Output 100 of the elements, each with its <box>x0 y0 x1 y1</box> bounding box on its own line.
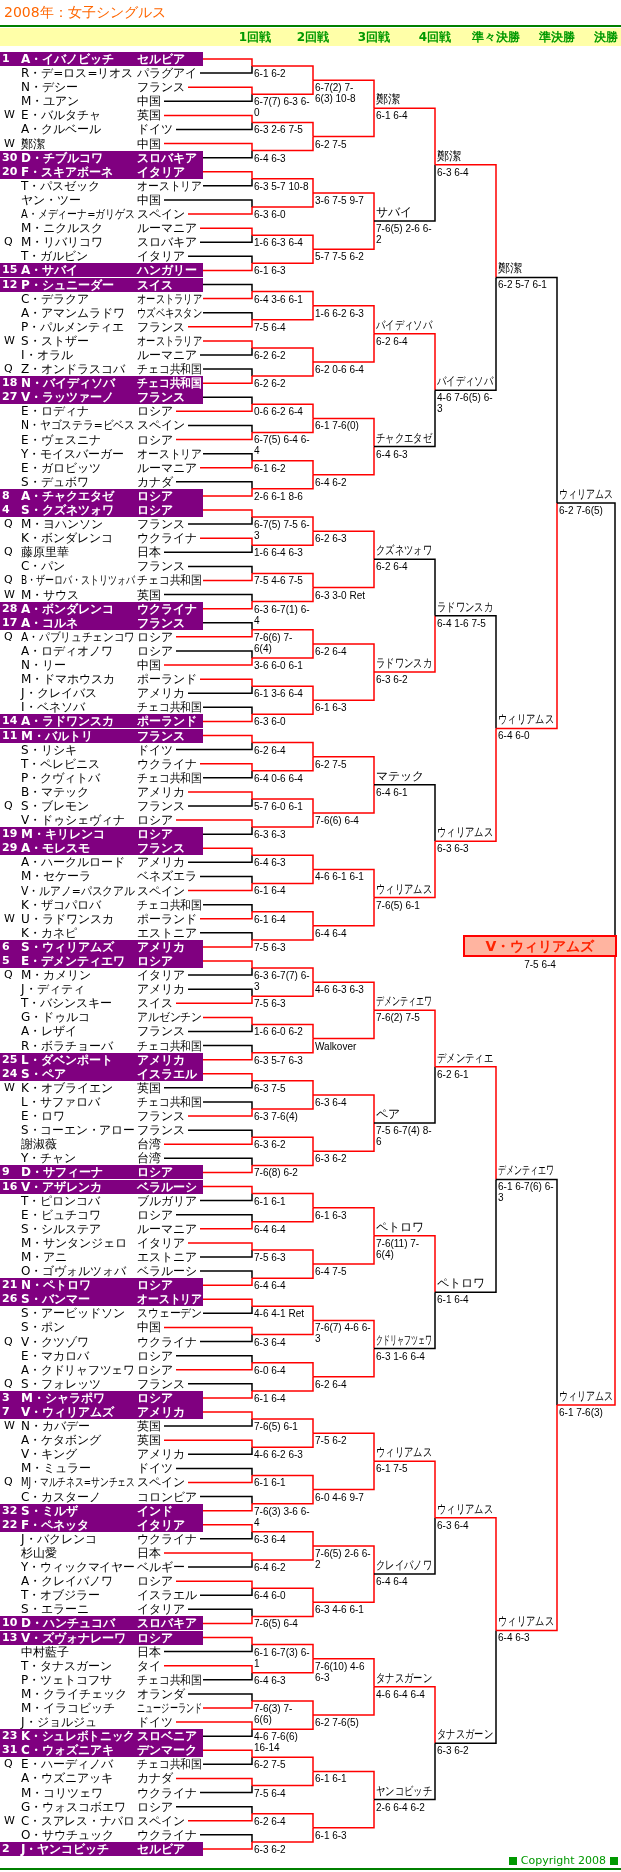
bracket-line <box>373 389 436 448</box>
country-name: セルビア <box>137 1842 185 1855</box>
country-name: 日本 <box>137 1645 161 1658</box>
bracket-line <box>251 798 314 814</box>
bracket-line <box>187 206 253 215</box>
match-score: 6-2 5-7 6-1 <box>498 279 548 291</box>
country-name: オーストリア <box>137 179 202 192</box>
match-score: 6-7(2) 7-6(3) 10-8 <box>315 82 371 105</box>
country-name: イタリア <box>137 1518 185 1531</box>
seed-number: 9 <box>2 1166 10 1178</box>
seed-number: 6 <box>2 940 10 952</box>
match-score: 6-3 6-4 <box>437 1519 470 1531</box>
bracket-line <box>434 727 497 842</box>
bracket-line <box>175 481 253 490</box>
bracket-line <box>251 178 314 194</box>
player-name: S・ストザー <box>21 334 89 347</box>
match-score: 6-3 1-6 6-4 <box>376 1350 426 1362</box>
entry-status-mark: Q <box>4 799 13 811</box>
player-name: N・カバデー <box>21 1420 90 1433</box>
seed-number: 11 <box>2 729 18 741</box>
seed-number: 16 <box>2 1180 18 1192</box>
country-name: コロンビア <box>137 1490 197 1503</box>
seed-number: 31 <box>2 1744 18 1756</box>
country-name: ハンガリー <box>137 264 197 277</box>
match-score: 6-3 6-4 <box>315 1096 371 1108</box>
bracket-line <box>251 1376 314 1392</box>
country-name: オーストラリア <box>137 292 202 305</box>
bracket-line <box>199 875 253 885</box>
bracket-line <box>163 142 253 152</box>
seed-number: 10 <box>2 1617 18 1629</box>
bracket-line <box>187 424 253 434</box>
seed-number: 14 <box>2 715 18 727</box>
match-score: 6-3 6-4 <box>437 166 470 178</box>
player-name: デメンティエワ <box>498 1164 554 1177</box>
bracket-line <box>251 361 314 377</box>
match-score: 4-6 7-6(6) 16-14 <box>254 1731 310 1754</box>
bracket-line <box>199 227 253 236</box>
country-name: タイ <box>137 1659 161 1672</box>
match-score: 6-2 7-5 <box>315 138 371 150</box>
player-name: デメンティエ <box>437 1051 493 1064</box>
seed-number: 20 <box>2 165 18 177</box>
country-name: 中国 <box>137 95 161 108</box>
player-name: G・ドゥルコ <box>21 1011 91 1024</box>
bracket-line <box>202 1700 253 1709</box>
seed-number: 28 <box>2 602 18 614</box>
bracket-line <box>199 932 253 941</box>
bracket-line <box>251 1643 314 1660</box>
country-name: 台湾 <box>137 1152 161 1165</box>
match-score: 6-4 7-5 <box>315 1266 371 1278</box>
match-score: 7-6(11) 7-6(4) <box>376 1237 421 1260</box>
bracket-line <box>312 1206 375 1237</box>
country-name: フランス <box>137 518 185 531</box>
player-name: バイディソバ <box>437 375 493 388</box>
country-name: ルーマニア <box>137 222 197 235</box>
bracket-line <box>202 58 253 67</box>
player-name: C・スアレス・ナバロ <box>21 1814 135 1827</box>
seed-number: 23 <box>2 1730 18 1742</box>
country-name: フランス <box>137 1110 185 1123</box>
player-name: K・ボンダレンコ <box>21 532 113 545</box>
bracket-line <box>199 762 253 772</box>
player-name: J・ディティ <box>21 983 85 996</box>
player-name: 藤原里華 <box>21 546 69 559</box>
country-name: ルーマニア <box>137 348 197 361</box>
player-name: ペトロワ <box>376 1220 424 1233</box>
match-score: 7-6(5) 2-6 6-2 <box>315 1547 371 1570</box>
bracket-line <box>202 1164 253 1174</box>
match-score: 6-0 4-6 9-7 <box>315 1491 371 1503</box>
player-name: J・クレイバス <box>21 687 97 700</box>
seeded-player-band <box>0 1165 203 1180</box>
seeded-player-band <box>0 728 203 743</box>
entry-status-mark: W <box>4 109 15 121</box>
bracket-line <box>187 1023 253 1033</box>
seeded-player-band <box>0 1405 203 1419</box>
bracket-line <box>202 1636 253 1646</box>
bracket-line <box>251 812 314 828</box>
country-name: チェコ共和国 <box>137 377 202 390</box>
player-name: E・ヴェスニナ <box>21 433 101 446</box>
player-name: マテック <box>376 769 424 782</box>
bracket-line <box>251 135 314 152</box>
player-name: A・チャクエタゼ <box>21 489 115 502</box>
match-score: 6-2 7-5 <box>315 758 371 770</box>
bracket-line <box>251 1756 314 1773</box>
country-name: スロバキア <box>137 151 197 164</box>
country-name: ベルギー <box>137 1561 185 1574</box>
player-name: J・ジョルジュ <box>21 1716 97 1729</box>
bracket-line <box>202 1672 253 1681</box>
country-name: イタリア <box>137 1236 185 1249</box>
bracket-line <box>202 1390 253 1399</box>
country-name: スペイン <box>137 419 185 432</box>
player-name: 謝淑薇 <box>21 1138 57 1151</box>
bracket-line <box>312 784 375 814</box>
player-name: K・カネピ <box>21 926 77 939</box>
match-score: 6-2 6-3 <box>315 533 371 545</box>
bracket-line <box>495 1178 558 1406</box>
country-name: ウクライナ <box>137 1335 197 1348</box>
bracket-line <box>163 544 253 554</box>
bracket-line <box>202 1051 253 1061</box>
country-name: 英国 <box>137 588 161 601</box>
seed-number: 15 <box>2 264 18 276</box>
bracket-line <box>251 1263 314 1279</box>
